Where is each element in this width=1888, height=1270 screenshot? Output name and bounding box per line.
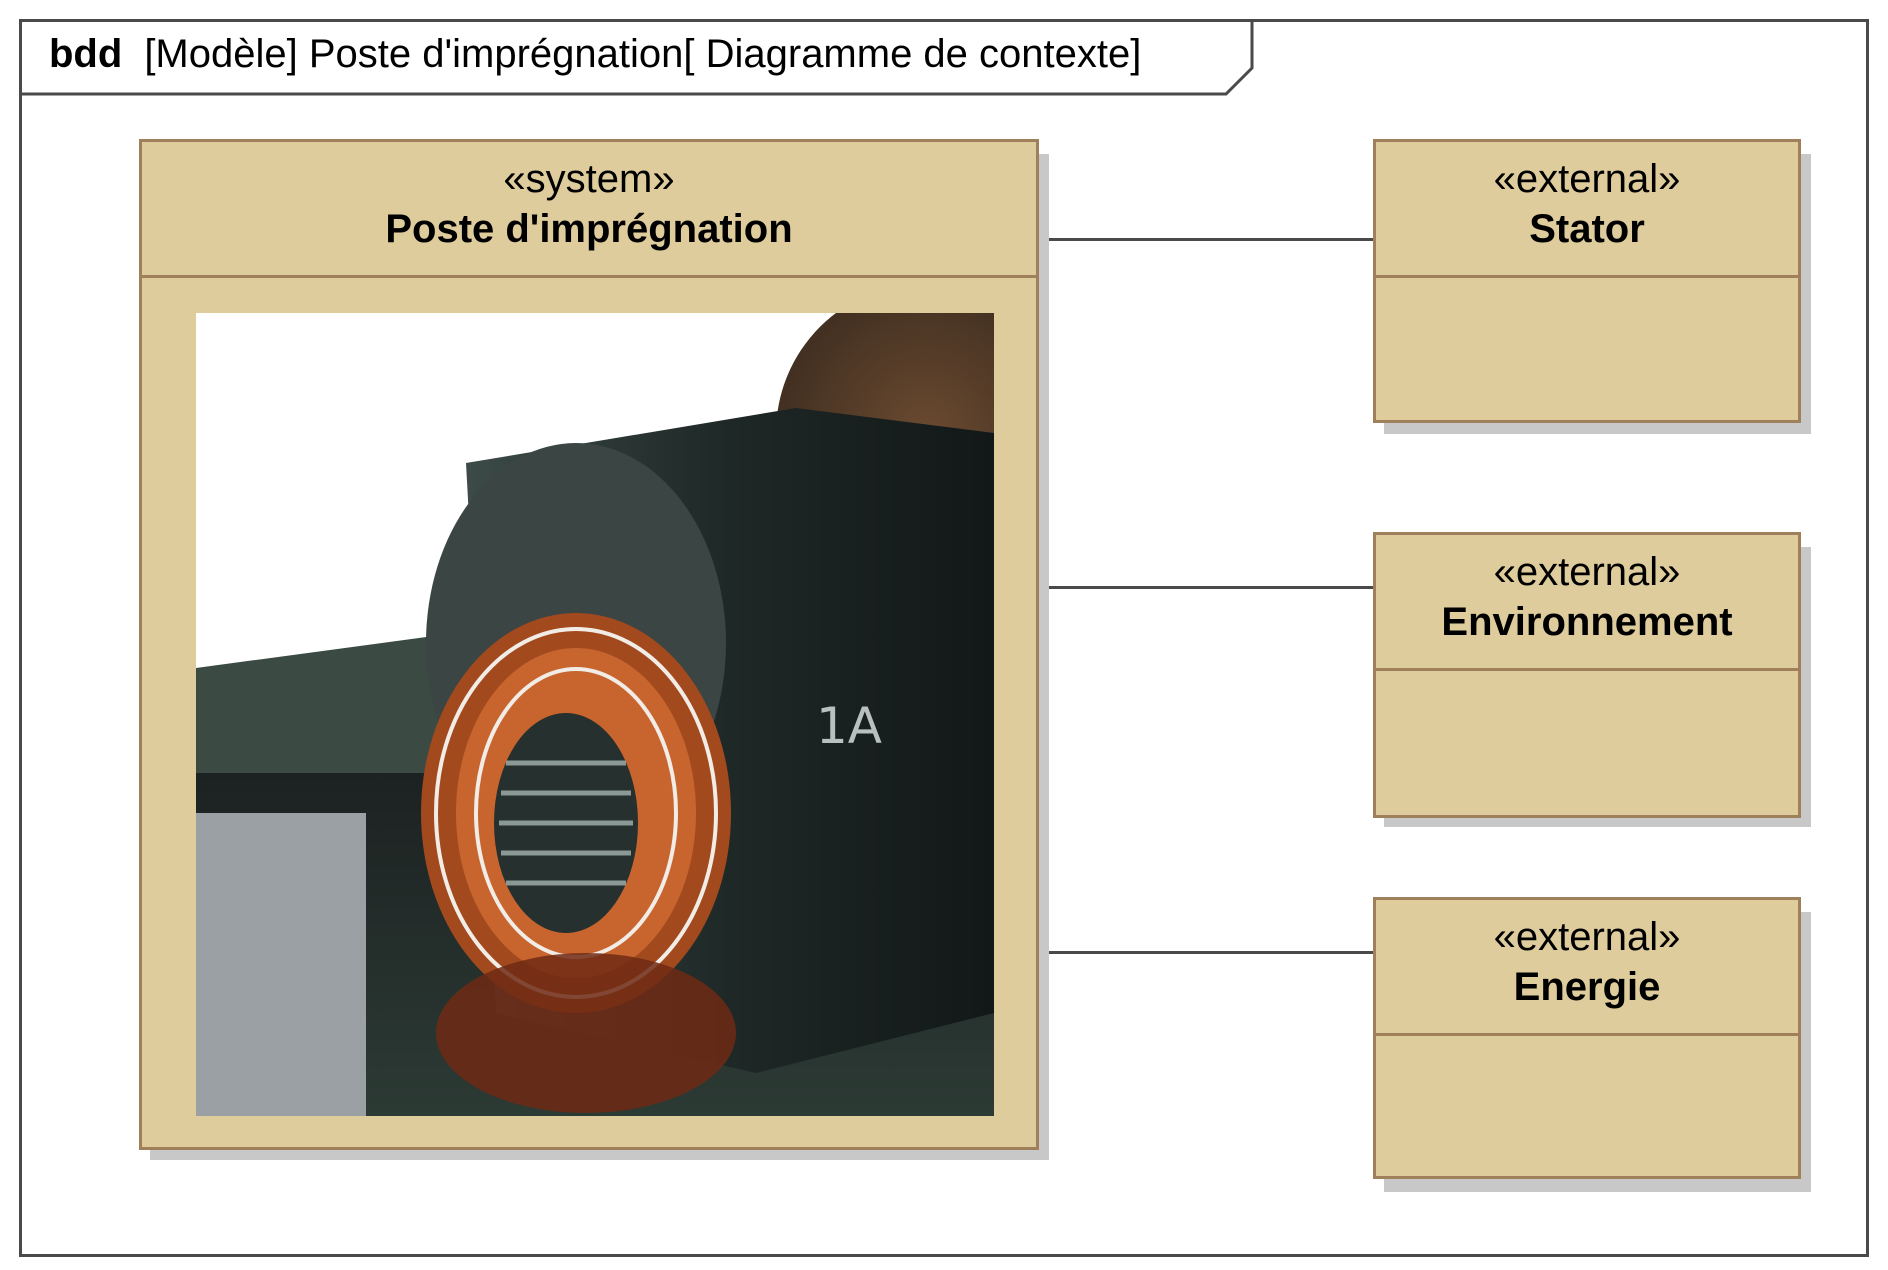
frame-name: [Modèle] Poste d'imprégnation[ Diagramme… bbox=[144, 32, 1142, 76]
external-block-energie[interactable]: «external» Energie bbox=[1373, 897, 1801, 1179]
connector-system-energie[interactable] bbox=[1039, 951, 1373, 954]
environnement-name: Environnement bbox=[1441, 600, 1733, 644]
system-stereotype: «system» bbox=[503, 157, 675, 201]
connector-system-stator[interactable] bbox=[1039, 238, 1373, 241]
energie-stereotype: «external» bbox=[1493, 915, 1681, 959]
system-block-header: «system» Poste d'imprégnation bbox=[142, 142, 1036, 278]
frame-kind: bdd bbox=[49, 32, 123, 76]
frame-title: bdd [Modèle] Poste d'imprégnation[ Diagra… bbox=[49, 32, 1141, 77]
external-block-environnement[interactable]: «external» Environnement bbox=[1373, 532, 1801, 818]
connector-system-environnement[interactable] bbox=[1039, 586, 1373, 589]
stator-block-header: «external» Stator bbox=[1376, 142, 1798, 278]
system-block[interactable]: «system» Poste d'imprégnation bbox=[139, 139, 1039, 1150]
stator-name: Stator bbox=[1529, 207, 1645, 251]
stator-stereotype: «external» bbox=[1493, 157, 1681, 201]
environnement-stereotype: «external» bbox=[1493, 550, 1681, 594]
environnement-block-header: «external» Environnement bbox=[1376, 535, 1798, 671]
svg-text:1A: 1A bbox=[816, 697, 882, 755]
external-block-stator[interactable]: «external» Stator bbox=[1373, 139, 1801, 423]
energie-name: Energie bbox=[1513, 965, 1661, 1009]
frame-header-tab bbox=[22, 22, 1254, 96]
energie-block-header: «external» Energie bbox=[1376, 900, 1798, 1036]
system-name: Poste d'imprégnation bbox=[385, 207, 793, 251]
stator-photo: 1A bbox=[196, 313, 994, 1116]
